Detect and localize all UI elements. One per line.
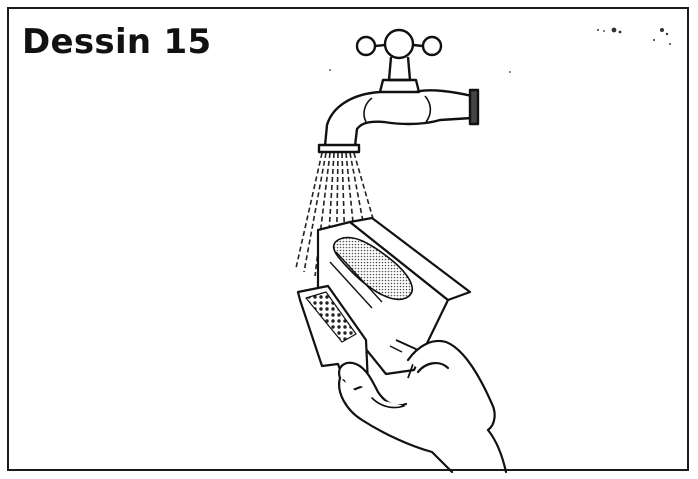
hand-icon <box>338 339 508 474</box>
faucet-icon <box>317 28 480 154</box>
figure-title: Dessin 15 <box>22 22 212 62</box>
scan-specks <box>329 27 671 73</box>
